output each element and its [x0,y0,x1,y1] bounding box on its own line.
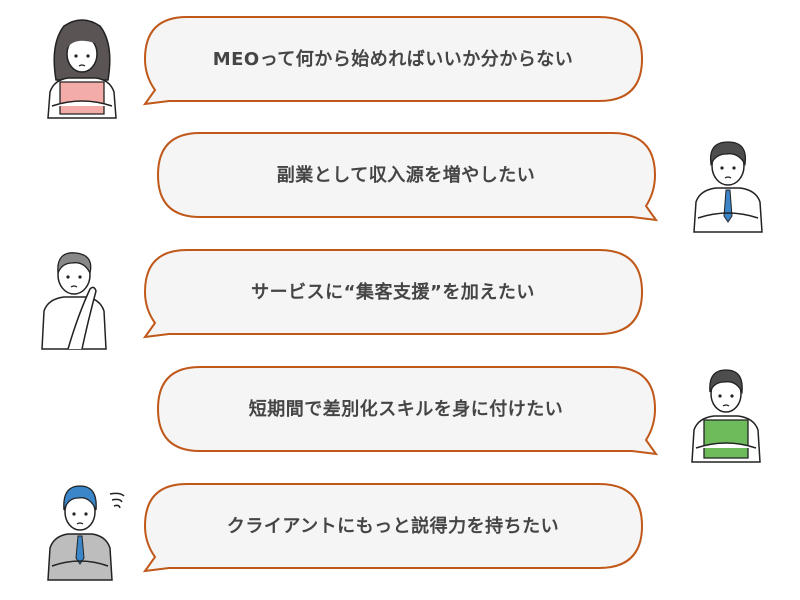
man-apron-green-icon [686,364,766,464]
concern-text: 短期間で差別化スキルを身に付けたい [248,399,564,420]
speech-bubble: MEOって何から始めればいいか分からない [142,16,644,106]
concern-text: クライアントにもっと説得力を持ちたい [226,516,560,537]
man-shirt-tie-icon [688,132,768,233]
concern-text: MEOって何から始めればいいか分からない [212,49,574,70]
woman-apron-pink-icon [42,14,122,119]
speech-bubble: サービスに“集客支援”を加えたい [142,249,644,339]
speech-bubble: クライアントにもっと説得力を持ちたい [142,483,644,573]
businessman-suit-icon [44,482,125,582]
speech-bubble: 短期間で差別化スキルを身に付けたい [156,366,659,456]
speech-bubble: 副業として収入源を増やしたい [156,132,659,222]
older-man-thinking-icon [38,245,118,350]
concern-text: 副業として収入源を増やしたい [276,165,536,186]
concern-text: サービスに“集客支援”を加えたい [251,282,535,303]
